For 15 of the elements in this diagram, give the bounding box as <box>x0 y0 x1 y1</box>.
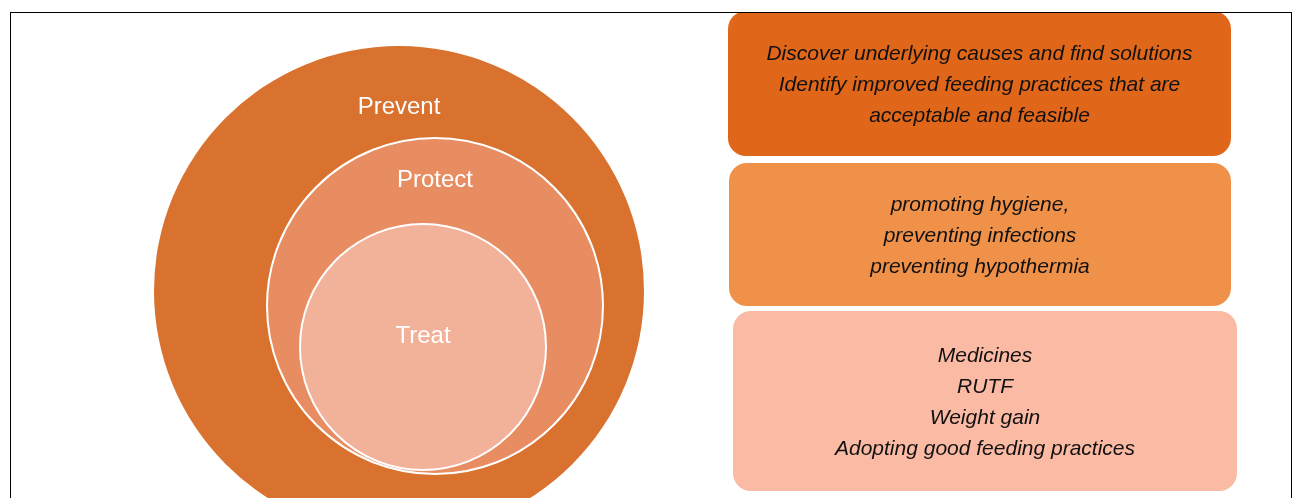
box-text: preventing hypothermia <box>870 253 1090 279</box>
box-text: RUTF <box>957 373 1013 399</box>
circle-label: Protect <box>396 165 474 193</box>
circle-label: Treat <box>394 321 452 349</box>
box-text: Medicines <box>937 342 1033 368</box>
box-text: Weight gain <box>929 404 1041 430</box>
box-text: promoting hygiene, <box>890 191 1070 217</box>
box-text: Discover underlying causes and find solutions <box>766 40 1193 66</box>
text-box <box>728 13 1231 156</box>
text-box <box>729 163 1231 306</box>
box-text: Adopting good feeding practices <box>834 435 1136 461</box>
box-text: preventing infections <box>883 222 1077 248</box>
box-text: Identify improved feeding practices that are acceptable and feasible <box>777 71 1182 128</box>
circle-label: Prevent <box>356 92 442 120</box>
text-box <box>733 311 1237 491</box>
